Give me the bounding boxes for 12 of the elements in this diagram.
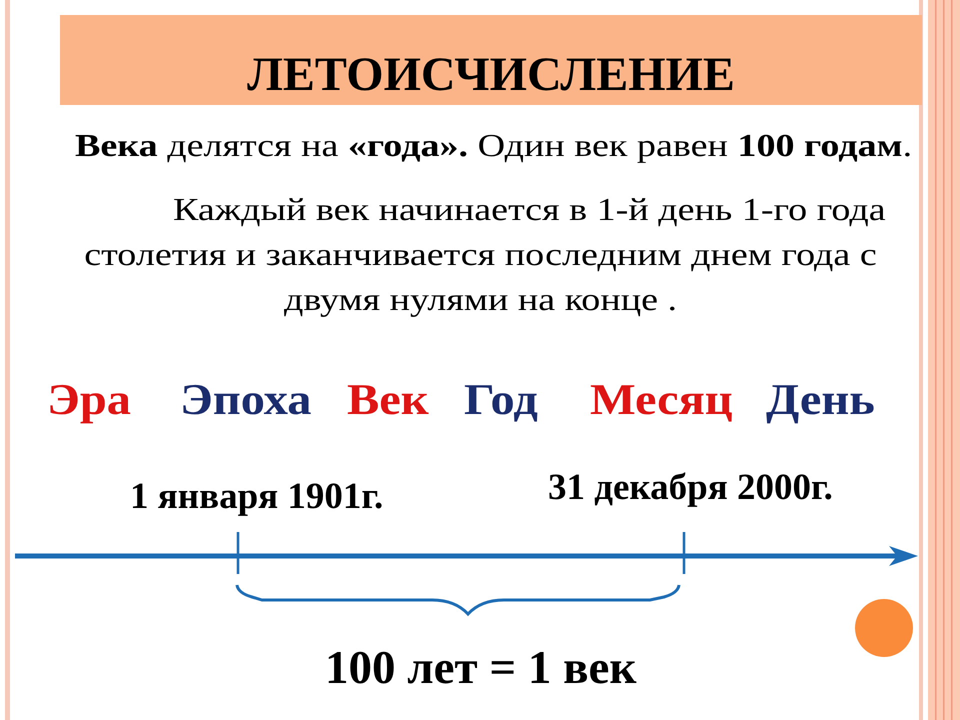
time-unit-word: Век bbox=[347, 375, 429, 425]
slide-title: ЛЕТОИСЧИСЛЕНИЕ bbox=[246, 49, 736, 101]
date-label: 31 декабря 2000г. bbox=[548, 467, 833, 509]
time-unit-word: Год bbox=[464, 375, 538, 425]
formula-text: 100 лет = 1 век bbox=[325, 641, 636, 695]
rule-paragraph: Каждый век начинается в 1-й день 1-го года столетия и заканчивается последним днем года с двумя нулями на конце . bbox=[83, 190, 887, 319]
date-label: 1 января 1901г. bbox=[130, 476, 384, 518]
time-unit-word: Эра bbox=[47, 375, 131, 425]
time-unit-word: Месяц bbox=[590, 375, 733, 425]
time-unit-word: Эпоха bbox=[180, 375, 312, 425]
intro-text: Века делятся на «года». Один век равен 100 годам. bbox=[75, 126, 912, 164]
time-unit-word: День bbox=[766, 375, 875, 425]
